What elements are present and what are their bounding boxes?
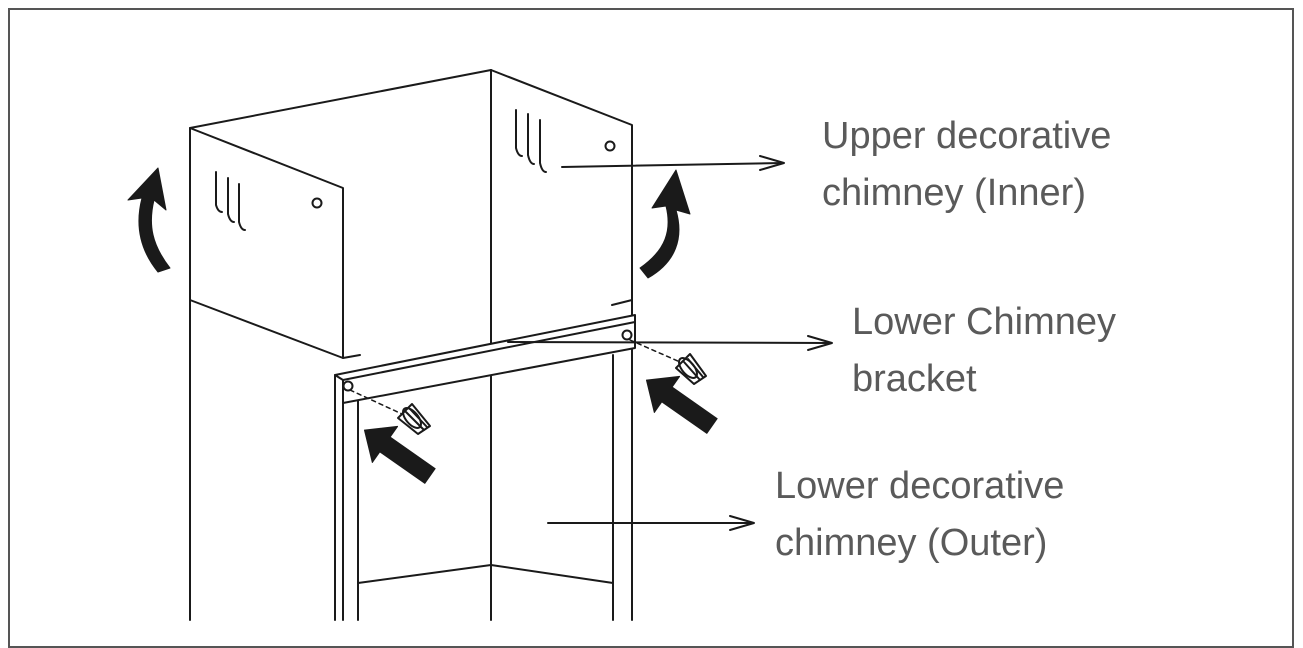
label-upper-chimney: Upper decorative chimney (Inner) [822, 108, 1111, 222]
leader-bracket [507, 335, 833, 351]
label-upper-line2: chimney (Inner) [822, 172, 1086, 214]
vent-slots-right [515, 109, 547, 173]
leader-lower [547, 515, 755, 531]
label-upper-line1: Upper decorative [822, 115, 1112, 157]
upper-chimney-box [189, 69, 633, 376]
label-lower-bracket: Lower Chimney bracket [852, 294, 1116, 408]
label-lower-line1: Lower decorative [775, 465, 1065, 507]
label-lower-chimney: Lower decorative chimney (Outer) [775, 458, 1064, 572]
screw-left [397, 403, 431, 435]
screw-path-left [349, 389, 403, 415]
lift-arrow-right-icon [639, 169, 691, 279]
screw-right [675, 353, 707, 385]
screw-path-right [629, 339, 681, 363]
screw-hole-left-panel [311, 197, 323, 209]
diagram-frame [8, 8, 1294, 648]
label-bracket-line2: bracket [852, 358, 977, 400]
vent-slots-left [215, 171, 246, 231]
lower-chimney-body [189, 299, 633, 621]
lift-arrow-left-icon [127, 167, 171, 273]
screw-hole-right-panel [604, 140, 616, 152]
chimney-assembly-drawing [127, 69, 833, 621]
leader-upper [561, 155, 785, 171]
lower-chimney-bracket [334, 314, 636, 404]
push-arrow-left-icon [363, 425, 436, 484]
push-arrow-right-icon [645, 375, 718, 434]
label-lower-line2: chimney (Outer) [775, 522, 1048, 564]
label-bracket-line1: Lower Chimney [852, 301, 1116, 343]
